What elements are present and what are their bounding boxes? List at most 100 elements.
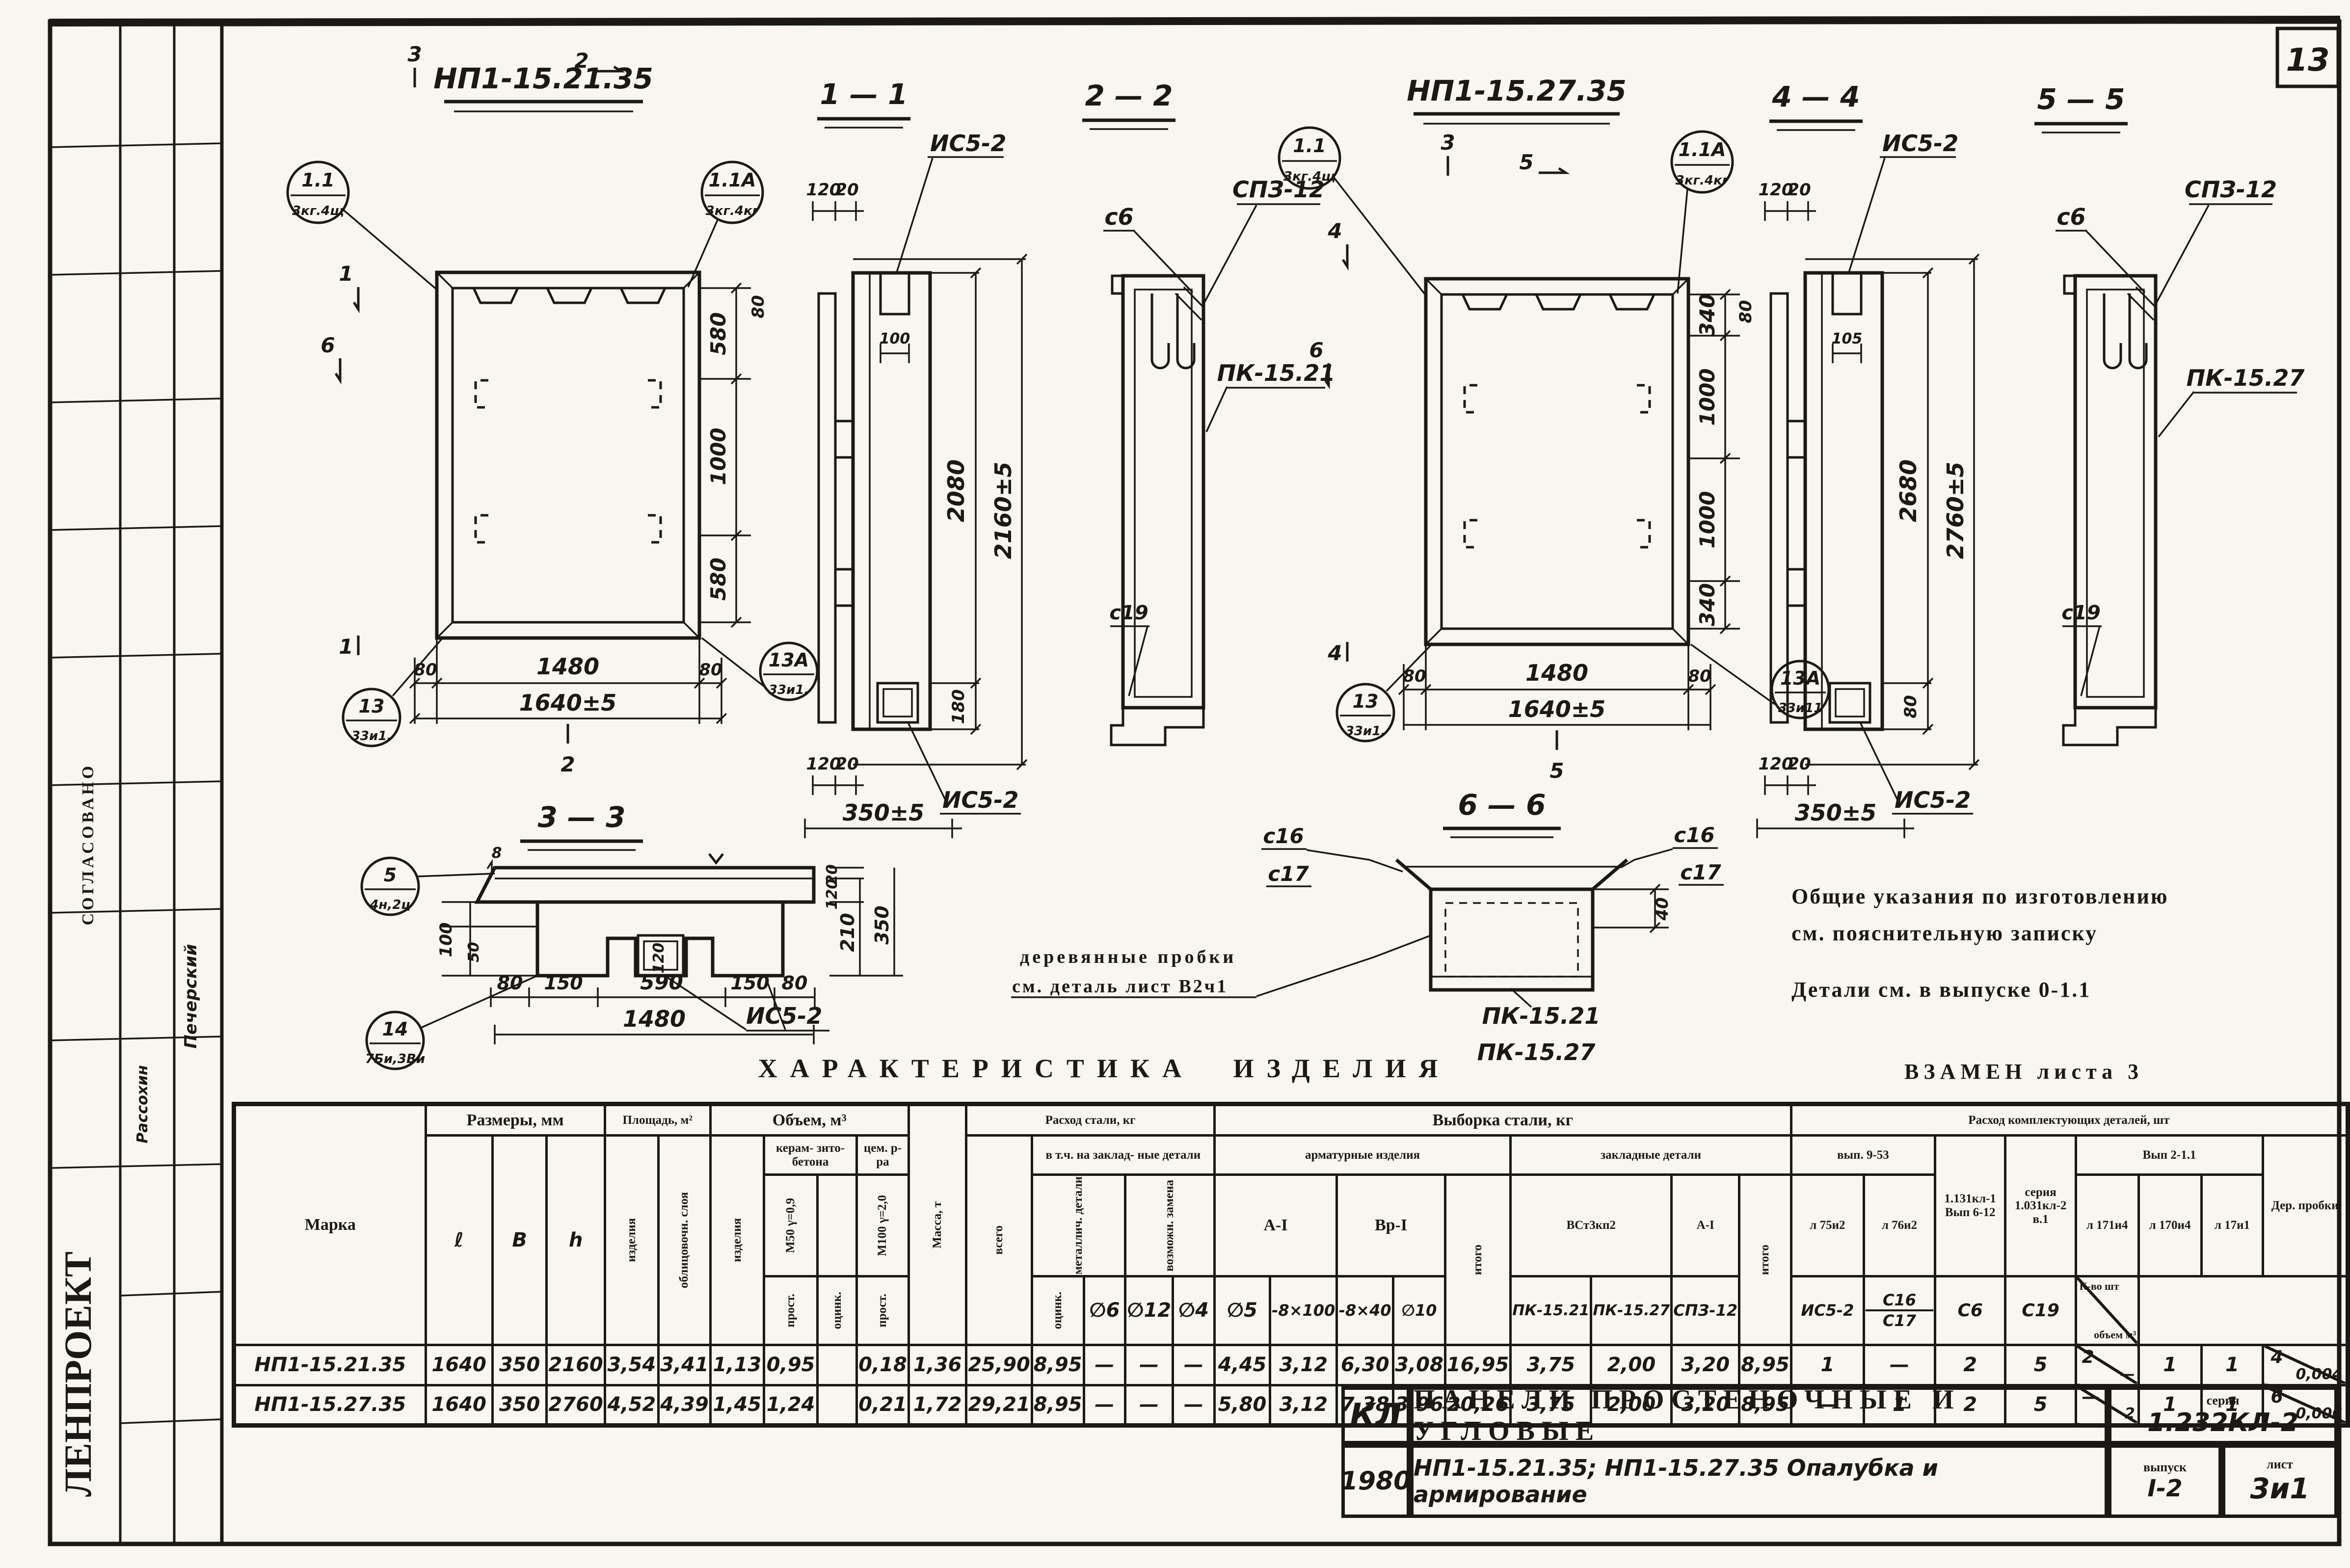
note-line: см. пояснительную записку — [1791, 921, 2098, 945]
title-block-year: 1980 — [1341, 1444, 1410, 1518]
th-is5-2: ИС5-2 — [1789, 1275, 1865, 1346]
dim-label: 340 — [1695, 583, 1719, 626]
th-spz-12: СПЗ-12 — [1670, 1275, 1741, 1346]
dim-label: 180 — [949, 690, 968, 724]
dim-label: 1640±5 — [1508, 696, 1606, 722]
section-5-5 — [2034, 122, 2297, 746]
section-3-3 — [360, 839, 903, 1070]
part-label-pk: ПК-15.21 — [1217, 360, 1335, 386]
dim-label: 100 — [436, 923, 456, 957]
section-2-2 — [1082, 118, 1325, 746]
th-ploshchad: Площадь, м² — [603, 1103, 712, 1137]
section-mark: 6 — [1309, 338, 1323, 362]
dim-label: 1480 — [623, 1006, 686, 1032]
th-pk-15-27: ПК-15.27 — [1590, 1275, 1673, 1346]
th-cem-rastvor: цем. р-ра — [855, 1134, 910, 1176]
th-pl-izdeliya: изделия — [603, 1134, 660, 1346]
th-metal-detali: металлич. детали — [1030, 1173, 1127, 1277]
callout-label: 5 — [384, 864, 397, 886]
dim-label: 20 — [824, 864, 841, 885]
dim-label: 80 — [748, 295, 768, 318]
dim-label: 1000 — [706, 428, 730, 485]
th-l171: л 171и4 — [2074, 1173, 2140, 1277]
dim-label: 80 — [414, 660, 437, 680]
th-marka: Марка — [233, 1103, 427, 1346]
dim-label: 20 — [835, 754, 858, 774]
th-d10: ∅10 — [1392, 1275, 1446, 1346]
replaces-note: ВЗАМЕН листа 3 — [1904, 1060, 2144, 1084]
section-mark: 3 — [1441, 131, 1455, 155]
th-ob-izdeliya: изделия — [709, 1134, 765, 1346]
dim-label: 120 — [650, 943, 668, 974]
th-d12: ∅12 — [1124, 1275, 1175, 1346]
th-prostye: прост. — [762, 1275, 819, 1346]
characteristics-table: Марка Размеры, мм Площадь, м² Объем, м³ … — [232, 1102, 2350, 1428]
dim-label: 105 — [1832, 330, 1863, 347]
th-l75: л 75и2 — [1789, 1173, 1865, 1277]
view-a-title: НП1-15.21.35 — [433, 62, 653, 95]
title-block-series: серия 1.232КЛ-2 — [2108, 1386, 2338, 1444]
section-4-4 — [1756, 119, 1980, 838]
dim-label: 2760±5 — [1942, 462, 1969, 559]
sheet-frame — [48, 16, 2342, 1546]
dim-label: 150 — [730, 972, 769, 994]
th-rashod-stali: Расход стали, кг — [965, 1103, 1216, 1137]
th-der-probki: Дер. пробки — [2262, 1134, 2349, 1277]
mesh-label: с16 — [1674, 823, 1714, 847]
callout-label: 13А — [1780, 667, 1820, 689]
note-line: Детали см. в выпуске 0-1.1 — [1791, 977, 2091, 1002]
dim-label: 120 — [824, 879, 841, 910]
callout-sublabel: 7Би,3Ви — [365, 1052, 425, 1066]
dim-label: 2680 — [1895, 459, 1922, 522]
mesh-label: с6 — [2056, 204, 2085, 230]
th-armaturnye: арматурные изделия — [1213, 1134, 1512, 1176]
part-label-is5-2: ИС5-2 — [746, 1003, 822, 1029]
dim-label: 1000 — [1695, 369, 1719, 426]
th-vr1: Вр-I — [1335, 1173, 1446, 1277]
title-block-sheet: лист 3и1 — [2222, 1444, 2338, 1518]
dim-label: 350±5 — [1795, 799, 1877, 826]
part-label-pk: ПК-15.21 — [1482, 1003, 1601, 1029]
cell-marka: НП1-15.21.35 — [233, 1343, 427, 1386]
view-b-panel-elevation — [1278, 112, 1830, 750]
th-dim-h: h — [545, 1134, 606, 1346]
wood-plugs-note: деревянные пробки — [1020, 947, 1236, 967]
dim-label: 2160±5 — [990, 462, 1016, 559]
dim-label: 20 — [1788, 180, 1811, 200]
callout-label: 1.1А — [1679, 139, 1726, 160]
th-s19: С19 — [2004, 1275, 2077, 1346]
callout-sublabel: 3кг.4кг — [706, 204, 760, 218]
section-mark: 4 — [1327, 219, 1342, 243]
dim-label: 150 — [544, 972, 583, 994]
dim-label: 120 — [1759, 180, 1793, 200]
th-l76: л 76и2 — [1862, 1173, 1936, 1277]
th-vst3kp2: ВСт3кп2 — [1509, 1173, 1673, 1277]
callout-label: 14 — [382, 1018, 408, 1040]
mesh-label: с6 — [1104, 204, 1133, 230]
callout-label: 13А — [769, 649, 809, 671]
th-pk-15-21: ПК-15.21 — [1509, 1275, 1593, 1346]
callout-sublabel: 33и11 — [1778, 701, 1823, 716]
view-b-title: НП1-15.27.35 — [1407, 74, 1627, 107]
section-mark: 4 — [1327, 641, 1342, 665]
th-ocink: оцинк. — [816, 1275, 858, 1346]
th-s6: С6 — [1933, 1275, 2007, 1346]
part-label-pk: ПК-15.27 — [1477, 1039, 1596, 1065]
callout-sublabel: 33и1. — [769, 683, 809, 697]
th-razmery: Размеры, мм — [424, 1103, 606, 1137]
dim-label: 1480 — [536, 653, 599, 680]
table-row: НП1-15.21.35 1640 350 2160 3,54 3,41 1,1… — [233, 1343, 2349, 1386]
part-label-is5-2: ИС5-2 — [1895, 787, 1971, 813]
th-keramzitobeton: керам- зито- бетона — [762, 1134, 858, 1176]
section-5-5-title: 5 — 5 — [2037, 82, 2125, 116]
callout-sublabel: 33и1. — [1345, 724, 1386, 739]
th-itogo-arm: итого — [1443, 1173, 1512, 1346]
title-block-title: ПАНЕЛИ ПРОСТЕНОЧНЫЕ И УГЛОВЫЕ — [1410, 1386, 2108, 1444]
mesh-label: с19 — [2061, 602, 2100, 624]
dim-label: 120 — [806, 180, 841, 200]
